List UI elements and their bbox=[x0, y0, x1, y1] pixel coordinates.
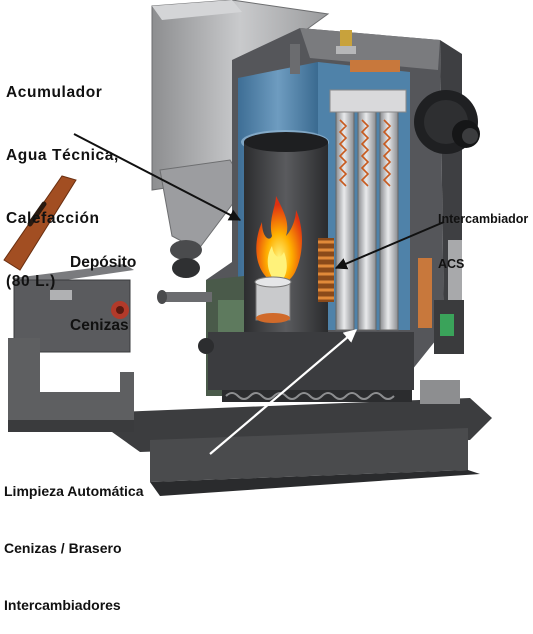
right-side-fittings bbox=[418, 240, 464, 404]
leader-arrows bbox=[73, 133, 445, 455]
heat-exchanger-tubes bbox=[329, 60, 407, 331]
arrow-limpieza bbox=[209, 329, 358, 455]
label-deposito: Depósito Cenizas bbox=[70, 210, 136, 357]
boiler-cutaway-diagram bbox=[3, 0, 492, 496]
label-acumulador: Acumulador Agua Técnica, Calefacción (80… bbox=[6, 40, 119, 313]
label-limpieza-line-3: Intercambiadores bbox=[4, 597, 121, 613]
label-deposito-line-1: Depósito bbox=[70, 254, 137, 271]
label-acumulador-line-3: Calefacción bbox=[6, 210, 100, 227]
burner-grate bbox=[254, 276, 292, 323]
ash-compartment bbox=[206, 276, 414, 402]
label-acumulador-line-2: Agua Técnica, bbox=[6, 147, 119, 164]
frame-bracket bbox=[8, 338, 134, 432]
label-intercambiador-line-1: Intercambiador bbox=[438, 212, 529, 226]
acs-coil bbox=[318, 238, 334, 302]
label-limpieza-line-1: Limpieza Automática bbox=[4, 483, 144, 499]
label-acumulador-line-1: Acumulador bbox=[6, 84, 103, 101]
base-plate bbox=[112, 398, 492, 496]
ash-drawer-lid bbox=[3, 175, 77, 271]
label-intercambiador-line-2: ACS bbox=[438, 257, 465, 271]
fan-motor bbox=[414, 90, 480, 154]
label-intercambiador: Intercambiador ACS bbox=[438, 182, 528, 287]
arrow-acumulador bbox=[73, 133, 242, 221]
label-limpieza-line-2: Cenizas / Brasero bbox=[4, 540, 122, 556]
left-pipe bbox=[157, 290, 214, 354]
top-fittings bbox=[290, 30, 356, 74]
label-acumulador-line-4: (80 L.) bbox=[6, 273, 56, 290]
label-deposito-line-2: Cenizas bbox=[70, 317, 129, 334]
arrow-intercambiador bbox=[334, 221, 445, 270]
label-limpieza: Limpieza Automática Cenizas / Brasero In… bbox=[4, 444, 144, 634]
flame bbox=[256, 196, 302, 284]
